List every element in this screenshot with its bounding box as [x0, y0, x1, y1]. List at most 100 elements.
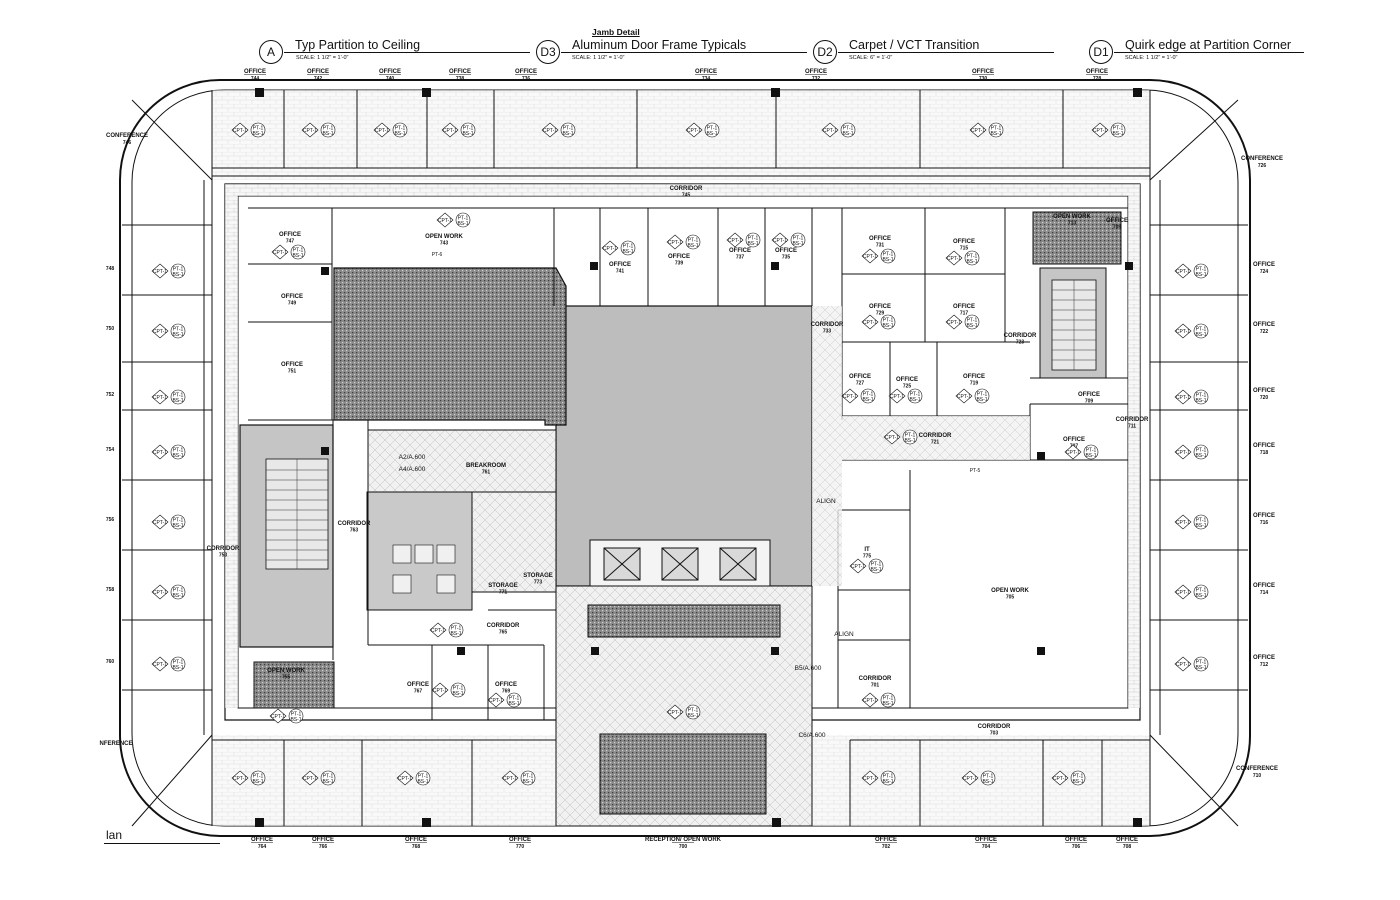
finish-tag-circle — [907, 388, 923, 404]
room-number: 771 — [499, 590, 508, 596]
finish-tag-circle — [170, 584, 186, 600]
finish-tag-circle — [964, 314, 980, 330]
room-label: CORRIDOR — [811, 322, 844, 328]
room-number: 750 — [106, 326, 115, 332]
paint-tag: PT-1 — [623, 244, 634, 250]
base-tag: BS-1 — [252, 131, 263, 137]
room-label: OFFICE — [972, 69, 994, 75]
finish-tag-circle — [902, 429, 918, 445]
paint-tag: PT-1 — [509, 696, 520, 702]
finish-tag-text: CPT-1 — [543, 128, 557, 134]
finish-tag-circle — [980, 770, 996, 786]
room-number: 702 — [882, 844, 891, 850]
finish-tag: CPT-1 — [1174, 263, 1192, 279]
room-number: 764 — [258, 844, 267, 850]
room-number: 701 — [871, 683, 880, 689]
base-tag: BS-1 — [462, 131, 473, 137]
base-tag: BS-1 — [966, 323, 977, 329]
base-tag: BS-1 — [792, 241, 803, 247]
room-label: OFFICE — [281, 362, 303, 368]
finish-tag-circle — [880, 248, 896, 264]
room-number: 742 — [314, 76, 323, 82]
finish-tag-text: CPT-1 — [503, 776, 517, 782]
finish-tag: CPT-1 — [151, 444, 169, 460]
paint-tag: PT-1 — [1196, 518, 1207, 524]
finish-tag: CPT-1 — [301, 122, 319, 138]
building-core — [555, 305, 813, 587]
room-number: 760 — [106, 659, 115, 665]
room-number: 705 — [1006, 595, 1015, 601]
room-label: OFFICE — [495, 682, 517, 688]
room-number: 775 — [863, 554, 872, 560]
paint-tag: PT-1 — [793, 236, 804, 242]
room-number: 745 — [682, 193, 691, 199]
finish-tag-text: CPT-1 — [398, 776, 412, 782]
finish-tag-circle — [520, 770, 536, 786]
paint-tag: PT-1 — [323, 126, 334, 132]
room-label: OFFICE — [307, 69, 329, 75]
room-label: STORAGE — [488, 583, 518, 589]
base-tag: BS-1 — [290, 717, 301, 723]
room-number: 755 — [282, 675, 291, 681]
room-number: 748 — [106, 266, 115, 272]
room-label: OFFICE — [281, 294, 303, 300]
finish-tag-text: CPT-1 — [1176, 395, 1190, 401]
room-label: CORRIDOR — [978, 724, 1011, 730]
finish-tag-circle — [1193, 656, 1209, 672]
base-tag: BS-1 — [882, 323, 893, 329]
paint-tag: PT-1 — [1086, 448, 1097, 454]
paint-tag: PT-1 — [523, 774, 534, 780]
paint-tag: PT-1 — [688, 708, 699, 714]
finish-tag-circle — [288, 708, 304, 724]
base-tag: BS-1 — [172, 332, 183, 338]
finish-tag-circle — [460, 122, 476, 138]
room-number: 773 — [534, 580, 543, 586]
finish-tag: CPT-1 — [1091, 122, 1109, 138]
finish-tag-text: CPT-1 — [271, 714, 285, 720]
base-tag: BS-1 — [252, 779, 263, 785]
paint-tag: PT-1 — [883, 252, 894, 258]
room-label: OFFICE — [1253, 583, 1275, 589]
room-label: RECEPTION/ OPEN WORK — [645, 837, 722, 843]
finish-tag-text: CPT-1 — [668, 240, 682, 246]
finish-tag-circle — [170, 444, 186, 460]
finish-tag-circle — [988, 122, 1004, 138]
finish-tag-circle — [250, 122, 266, 138]
paint-tag: PT-1 — [453, 686, 464, 692]
finish-tag-text: CPT-1 — [431, 628, 445, 634]
plan-caption: lan — [106, 828, 123, 842]
room-number: 729 — [876, 311, 885, 317]
paint-tag: PT-1 — [977, 392, 988, 398]
room-number: 720 — [1260, 395, 1269, 401]
finish-tag: CPT-1 — [231, 122, 249, 138]
room-number: 722 — [1260, 329, 1269, 335]
paint-tag: PT-1 — [688, 238, 699, 244]
base-tag: BS-1 — [1195, 272, 1206, 278]
room-number: 753 — [219, 553, 228, 559]
base-tag: BS-1 — [450, 631, 461, 637]
finish-tag-circle — [685, 704, 701, 720]
finish-tag-text: CPT-1 — [1176, 590, 1190, 596]
room-number: 716 — [1260, 520, 1269, 526]
room-label: OFFICE — [1253, 322, 1275, 328]
room-number: 739 — [675, 261, 684, 267]
finish-tag-circle — [860, 388, 876, 404]
room-label: OFFICE — [609, 262, 631, 268]
base-tag: BS-1 — [990, 131, 1001, 137]
room-number: 713 — [1068, 221, 1077, 227]
room-number: 719 — [970, 381, 979, 387]
paint-tag: PT-1 — [463, 126, 474, 132]
paint-tag: PT-1 — [451, 626, 462, 632]
room-number: 737 — [736, 255, 745, 261]
room-label: CORRIDOR — [670, 186, 703, 192]
paint-tag: PT-1 — [253, 126, 264, 132]
room-label: OFFICE — [1078, 392, 1100, 398]
paint-tag: PT-1 — [563, 126, 574, 132]
room-label: OFFICE — [407, 682, 429, 688]
right-office-labels: OFFICE724OFFICE722OFFICE720OFFICE718OFFI… — [1253, 262, 1275, 668]
finish-tag-text: CPT-1 — [1053, 776, 1067, 782]
finish-tag-circle — [1193, 389, 1209, 405]
base-tag: BS-1 — [322, 779, 333, 785]
finish-tag-circle — [170, 389, 186, 405]
